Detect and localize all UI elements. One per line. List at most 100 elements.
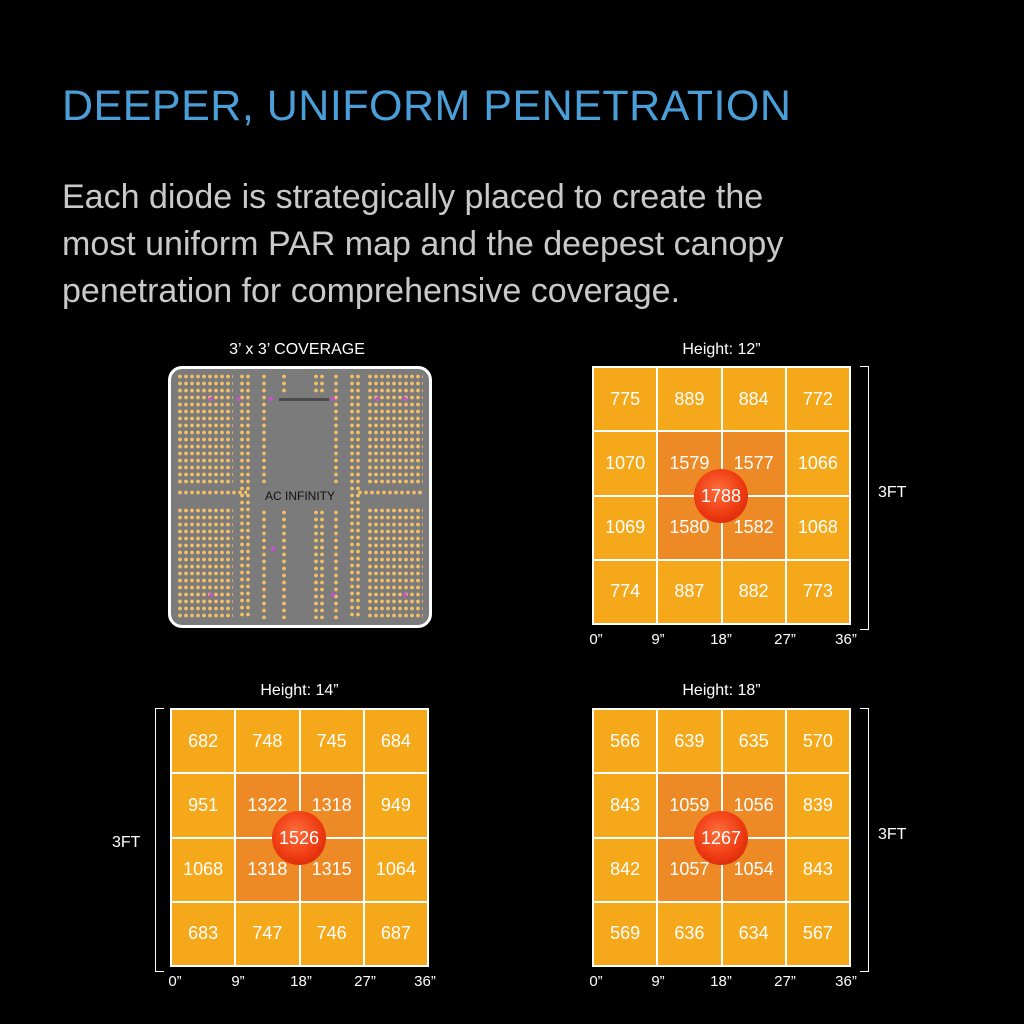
par-cell: 747 xyxy=(236,902,299,965)
par-cell: 569 xyxy=(594,902,657,965)
par-cell: 843 xyxy=(594,774,657,837)
board-marker xyxy=(403,397,407,401)
axis-tick: 9” xyxy=(651,973,665,990)
led-array xyxy=(357,489,423,496)
axis-tick: 36” xyxy=(835,631,857,648)
height-bracket xyxy=(155,708,164,972)
par-cell: 884 xyxy=(722,368,785,431)
axis-tick: 0” xyxy=(589,631,603,648)
description-line: Each diode is strategically placed to cr… xyxy=(62,178,764,216)
led-array xyxy=(313,373,325,393)
par-cell: 1068 xyxy=(786,496,849,559)
par-cell: 639 xyxy=(658,710,721,773)
board-marker xyxy=(331,397,335,401)
par-cell: 683 xyxy=(172,902,235,965)
led-array xyxy=(281,373,287,393)
board-marker xyxy=(209,593,213,597)
led-array xyxy=(349,373,361,619)
axis-tick: 0” xyxy=(589,973,603,990)
par-cell: 887 xyxy=(658,560,721,623)
axis-tick: 18” xyxy=(290,973,312,990)
board-marker xyxy=(271,547,275,551)
par-cell: 951 xyxy=(172,774,235,837)
peak-value: 1267 xyxy=(694,811,748,865)
size-label: 3FT xyxy=(878,826,907,843)
par-cell: 775 xyxy=(594,368,657,431)
board-marker xyxy=(375,397,379,401)
par-cell: 774 xyxy=(594,560,657,623)
axis-tick: 36” xyxy=(414,973,436,990)
page-title: DEEPER, UNIFORM PENETRATION xyxy=(62,82,792,130)
axis-tick: 36” xyxy=(835,973,857,990)
par-cell: 1064 xyxy=(364,838,427,901)
size-label: 3FT xyxy=(878,484,907,501)
axis-tick: 9” xyxy=(231,973,245,990)
peak-value: 1788 xyxy=(694,469,748,523)
par-cell: 634 xyxy=(722,902,785,965)
par-cell: 687 xyxy=(364,902,427,965)
par-cell: 682 xyxy=(172,710,235,773)
led-array xyxy=(177,373,233,485)
led-array xyxy=(177,507,233,619)
peak-value: 1526 xyxy=(272,811,326,865)
par-cell: 1068 xyxy=(172,838,235,901)
map-caption: Height: 14” xyxy=(260,682,339,699)
axis-tick: 18” xyxy=(710,973,732,990)
par-heatmap: 682 748 745 684 951 1322 1318 949 1068 1… xyxy=(170,708,429,967)
coverage-caption: 3’ x 3’ COVERAGE xyxy=(229,341,365,358)
description-line: most uniform PAR map and the deepest can… xyxy=(62,225,784,263)
par-cell: 567 xyxy=(786,902,849,965)
par-cell: 1059 xyxy=(658,774,721,837)
par-cell: 748 xyxy=(236,710,299,773)
board-brand-label: AC INFINITY xyxy=(264,489,335,503)
par-cell: 1070 xyxy=(594,432,657,495)
height-bracket xyxy=(860,708,869,972)
par-cell: 773 xyxy=(786,560,849,623)
axis-tick: 27” xyxy=(774,973,796,990)
par-cell: 746 xyxy=(300,902,363,965)
par-cell: 882 xyxy=(722,560,785,623)
board-marker xyxy=(209,397,213,401)
par-cell: 684 xyxy=(364,710,427,773)
map-caption: Height: 18” xyxy=(682,682,761,699)
par-cell: 566 xyxy=(594,710,657,773)
led-array xyxy=(333,509,339,619)
map-caption: Height: 12” xyxy=(682,341,761,358)
size-label: 3FT xyxy=(112,834,141,851)
par-cell: 889 xyxy=(658,368,721,431)
led-array xyxy=(333,373,339,483)
par-cell: 570 xyxy=(786,710,849,773)
axis-tick: 27” xyxy=(774,631,796,648)
board-silkscreen xyxy=(279,398,329,401)
par-cell: 949 xyxy=(364,774,427,837)
par-cell: 636 xyxy=(658,902,721,965)
led-board-image: AC INFINITY xyxy=(168,366,432,628)
axis-tick: 27” xyxy=(354,973,376,990)
height-bracket xyxy=(860,366,869,630)
board-marker xyxy=(331,593,335,597)
led-array xyxy=(239,373,251,619)
par-cell: 1066 xyxy=(786,432,849,495)
par-cell: 772 xyxy=(786,368,849,431)
board-marker xyxy=(237,397,241,401)
led-array xyxy=(177,489,247,496)
description: Each diode is strategically placed to cr… xyxy=(62,174,962,315)
axis-tick: 18” xyxy=(710,631,732,648)
axis-tick: 9” xyxy=(651,631,665,648)
par-cell: 1577 xyxy=(722,432,785,495)
led-array xyxy=(367,507,423,619)
led-array xyxy=(261,373,267,483)
led-array xyxy=(261,509,267,619)
board-marker xyxy=(269,397,273,401)
par-cell: 745 xyxy=(300,710,363,773)
led-array xyxy=(313,509,325,619)
par-cell: 842 xyxy=(594,838,657,901)
axis-tick: 0” xyxy=(168,973,182,990)
par-cell: 1069 xyxy=(594,496,657,559)
description-line: penetration for comprehensive coverage. xyxy=(62,272,681,310)
board-marker xyxy=(403,593,407,597)
par-cell: 635 xyxy=(722,710,785,773)
led-array xyxy=(281,509,287,619)
par-cell: 839 xyxy=(786,774,849,837)
par-cell: 843 xyxy=(786,838,849,901)
